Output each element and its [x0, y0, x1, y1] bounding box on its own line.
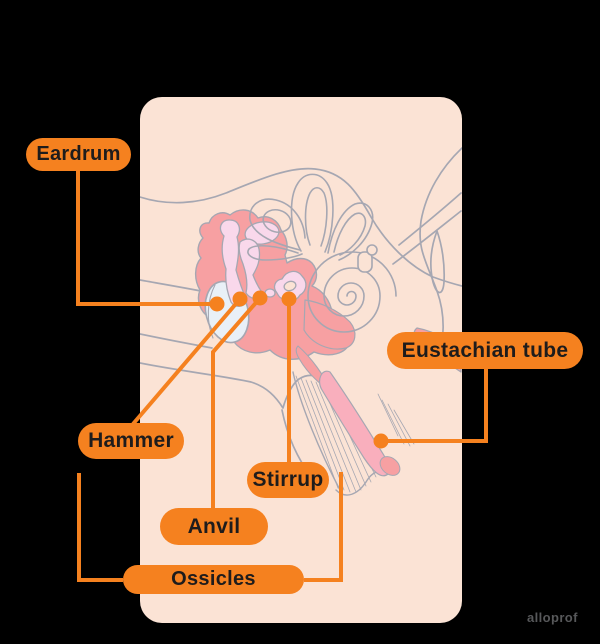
eardrum-dot: [209, 296, 225, 312]
stapes-hole: [283, 280, 297, 292]
ossicles-bracket-left: [77, 473, 123, 582]
hammer-connector: [131, 297, 242, 426]
cochlea-spiral: [307, 244, 397, 333]
anvil-connector: [211, 296, 262, 509]
stirrup-label: Stirrup: [247, 462, 329, 498]
stirrup-dot: [281, 291, 297, 307]
eustachian-tube-label: Eustachian tube: [387, 332, 583, 369]
vestibule-knob: [366, 244, 378, 256]
connector-dots: [209, 290, 389, 449]
eustachian-connector: [381, 369, 488, 443]
eustachian-dot: [373, 433, 389, 449]
anvil-dot: [252, 290, 268, 306]
eustachian-tube-shape: [318, 370, 390, 477]
eardrum-connector: [76, 170, 211, 306]
cochlea-base-tissue: [303, 299, 356, 350]
hammer-dot: [232, 291, 248, 307]
hammer-label: Hammer: [78, 423, 184, 459]
eardrum-label: Eardrum: [26, 138, 131, 171]
oval-window: [357, 251, 373, 273]
connectors: [76, 170, 488, 582]
malleus-bone: [219, 219, 248, 308]
ossicles-label: Ossicles: [123, 565, 304, 594]
head-outline: [140, 147, 462, 357]
tube-tip-tissue: [379, 456, 401, 476]
anvil-label: Anvil: [160, 508, 268, 545]
alloprof-watermark: alloprof: [527, 610, 578, 625]
ossicles-bracket-right: [304, 472, 343, 582]
semicircular-canals: [247, 173, 374, 261]
ossicle-bones: [219, 219, 307, 308]
